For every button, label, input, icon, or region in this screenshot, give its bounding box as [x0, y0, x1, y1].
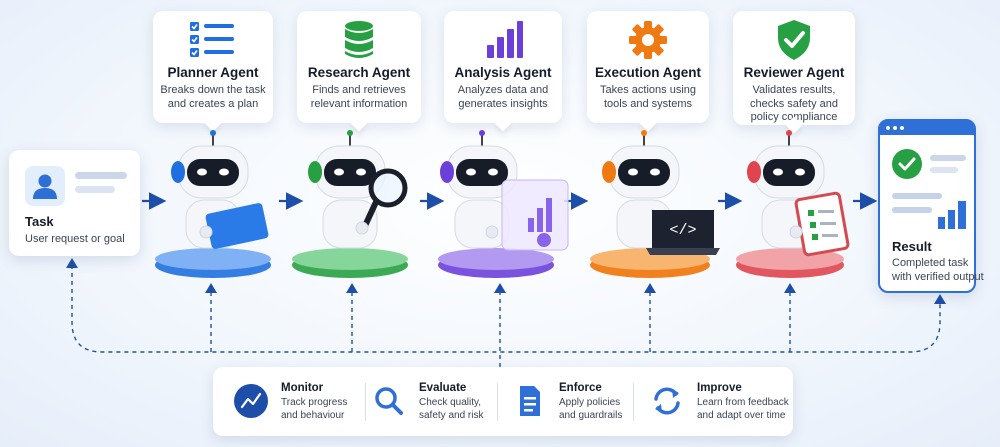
placeholder-line — [930, 155, 966, 161]
mini-bar-chart — [936, 197, 970, 229]
feedback-arrowhead — [205, 283, 217, 293]
result-title: Result — [892, 239, 932, 254]
placeholder-line — [930, 167, 958, 173]
feedback-arrowhead — [66, 258, 78, 268]
research-robot — [292, 130, 408, 278]
feedback-arrowhead — [494, 283, 506, 293]
task-card: Task User request or goal — [9, 150, 140, 256]
execution-agent-title: Execution Agent — [594, 65, 701, 80]
planner-robot — [155, 130, 271, 278]
task-title: Task — [25, 214, 54, 229]
placeholder-line — [75, 172, 127, 179]
oversight-item-evaluate: Evaluate Check quality,safety and risk — [371, 379, 501, 427]
feedback-arrowhead — [346, 283, 358, 293]
improve-title: Improve — [697, 382, 742, 394]
svg-text:</>: </> — [669, 222, 696, 239]
reviewer-agent-title: Reviewer Agent — [743, 65, 845, 80]
feedback-arrowhead — [934, 294, 946, 304]
placeholder-line — [75, 186, 115, 193]
database-icon — [297, 17, 421, 63]
execution-robot: </> — [590, 130, 720, 278]
shield-check-icon — [733, 17, 855, 63]
placeholder-line — [892, 207, 932, 213]
reviewer-agent-bubble: Reviewer Agent Validates results,checks … — [733, 11, 855, 134]
trend-line-icon — [233, 383, 269, 419]
window-titlebar — [880, 121, 974, 135]
refresh-icon — [649, 383, 685, 419]
document-icon — [511, 383, 547, 419]
evaluate-title: Evaluate — [419, 382, 467, 394]
analysis-agent-title: Analysis Agent — [454, 65, 552, 80]
magnifier-icon — [371, 383, 407, 419]
research-agent-title: Research Agent — [307, 65, 411, 80]
monitor-title: Monitor — [281, 382, 324, 394]
user-icon — [25, 166, 65, 206]
checklist-icon — [153, 17, 273, 63]
feedback-arrowhead — [644, 283, 656, 293]
feedback-arrowhead — [784, 283, 796, 293]
bar-chart-icon — [444, 17, 562, 63]
evaluate-desc: Check quality,safety and risk — [419, 397, 484, 421]
check-circle-icon — [892, 149, 922, 179]
planner-agent-title: Planner Agent — [167, 65, 259, 80]
enforce-title: Enforce — [559, 382, 602, 394]
task-desc: User request or goal — [25, 233, 125, 245]
analysis-robot — [438, 130, 569, 278]
gear-icon — [587, 17, 709, 63]
placeholder-line — [892, 193, 942, 199]
reviewer-robot — [736, 130, 850, 278]
